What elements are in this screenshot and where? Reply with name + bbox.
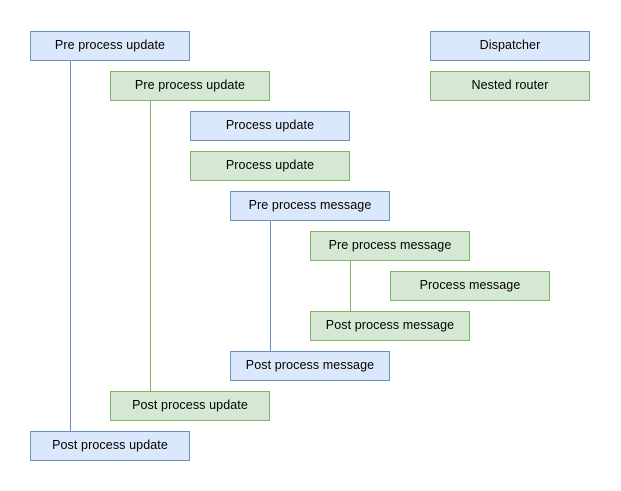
node-pre-process-update-router[interactable]: Pre process update [110,71,270,101]
node-post-process-update-dispatcher[interactable]: Post process update [30,431,190,461]
node-post-process-message-router[interactable]: Post process message [310,311,470,341]
node-post-process-update-router[interactable]: Post process update [110,391,270,421]
node-process-update-router[interactable]: Process update [190,151,350,181]
node-pre-process-message-dispatcher[interactable]: Pre process message [230,191,390,221]
node-pre-process-message-router[interactable]: Pre process message [310,231,470,261]
connector-pre-process-update-to-post-process-update-dispatcher [70,61,71,431]
connector-pre-process-message-to-post-process-message-router [350,261,351,311]
node-post-process-message-dispatcher[interactable]: Post process message [230,351,390,381]
node-pre-process-update-dispatcher[interactable]: Pre process update [30,31,190,61]
node-process-message-router[interactable]: Process message [390,271,550,301]
legend-item-dispatcher: Dispatcher [430,31,590,61]
connector-pre-process-update-to-post-process-update-router [150,101,151,391]
node-process-update-dispatcher[interactable]: Process update [190,111,350,141]
connector-pre-process-message-to-post-process-message-dispatcher [270,221,271,351]
legend-item-nested-router: Nested router [430,71,590,101]
